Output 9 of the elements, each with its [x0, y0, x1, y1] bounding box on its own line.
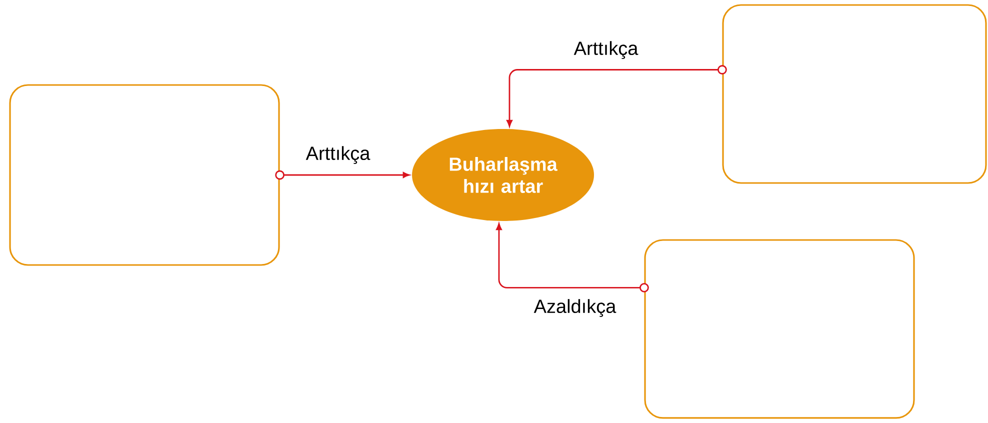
- edge-label: Azaldıkça: [534, 299, 616, 317]
- arrow: [506, 65, 727, 127]
- edge-label: Arttıkça: [306, 146, 370, 164]
- edge-label: Arttıkça: [574, 41, 638, 59]
- arrow: [275, 170, 410, 180]
- empty-box: [9, 84, 280, 266]
- arrow: [496, 223, 649, 292]
- empty-box: [644, 239, 915, 419]
- empty-box: [722, 4, 987, 184]
